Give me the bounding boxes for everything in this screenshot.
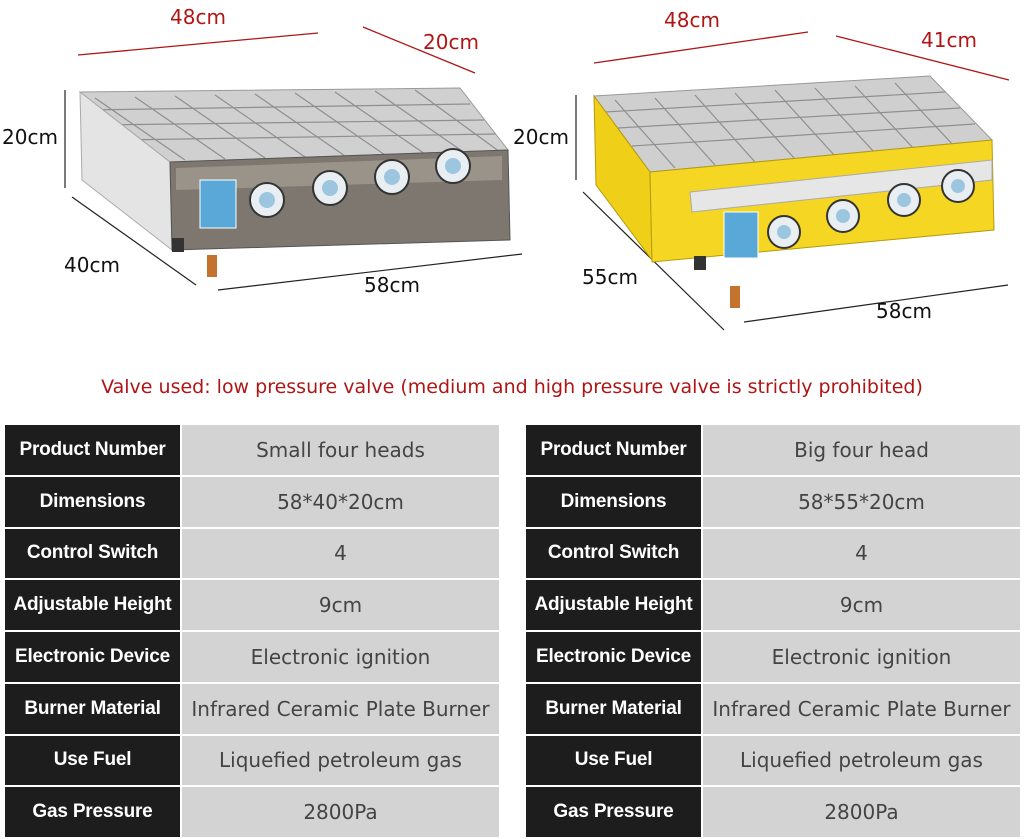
spec-key: Use Fuel bbox=[524, 733, 703, 788]
spec-key: Product Number bbox=[3, 423, 182, 477]
gas-valve-icon bbox=[730, 286, 740, 308]
red-dimension-lines bbox=[77, 26, 1010, 81]
gas-valve-icon bbox=[207, 255, 217, 277]
spec-table-big: Product Number Big four head Dimensions … bbox=[524, 423, 1022, 839]
spec-key: Gas Pressure bbox=[3, 785, 182, 839]
small-grill bbox=[78, 87, 511, 277]
spec-value: 2800Pa bbox=[180, 785, 501, 839]
spec-value: Liquefied petroleum gas bbox=[180, 733, 501, 788]
grills-illustration bbox=[64, 26, 1010, 331]
table-row: Product Number Small four heads bbox=[3, 423, 501, 477]
spec-value: 9cm bbox=[701, 578, 1022, 632]
spec-key: Electronic Device bbox=[3, 630, 182, 684]
spec-key: Burner Material bbox=[524, 681, 703, 736]
spec-value: Big four head bbox=[701, 423, 1022, 477]
spec-value: 2800Pa bbox=[701, 785, 1022, 839]
table-row: Use Fuel Liquefied petroleum gas bbox=[524, 733, 1022, 788]
table-row: Burner Material Infrared Ceramic Plate B… bbox=[3, 681, 501, 736]
dim-height: 20cm bbox=[2, 125, 58, 149]
sticker-icon bbox=[723, 211, 759, 259]
spec-key: Gas Pressure bbox=[524, 785, 703, 839]
spec-key: Electronic Device bbox=[524, 630, 703, 684]
dim-top-width: 48cm bbox=[170, 5, 226, 29]
spec-key: Dimensions bbox=[524, 474, 703, 529]
spec-key: Product Number bbox=[524, 423, 703, 477]
dim-top-width: 48cm bbox=[664, 8, 720, 32]
table-row: Use Fuel Liquefied petroleum gas bbox=[3, 733, 501, 788]
spec-key: Control Switch bbox=[524, 526, 703, 581]
dim-height: 20cm bbox=[513, 125, 569, 149]
valve-warning: Valve used: low pressure valve (medium a… bbox=[101, 376, 923, 398]
spec-value: 4 bbox=[701, 526, 1022, 581]
dim-top-depth: 41cm bbox=[921, 28, 977, 52]
table-row: Dimensions 58*55*20cm bbox=[524, 474, 1022, 529]
sticker-icon bbox=[199, 179, 237, 229]
spec-value: Electronic ignition bbox=[701, 630, 1022, 684]
spec-value: 9cm bbox=[180, 578, 501, 632]
table-row: Adjustable Height 9cm bbox=[524, 578, 1022, 632]
spec-key: Burner Material bbox=[3, 681, 182, 736]
spec-value: Liquefied petroleum gas bbox=[701, 733, 1022, 788]
table-row: Control Switch 4 bbox=[524, 526, 1022, 581]
table-row: Electronic Device Electronic ignition bbox=[3, 630, 501, 684]
table-row: Adjustable Height 9cm bbox=[3, 578, 501, 632]
table-row: Electronic Device Electronic ignition bbox=[524, 630, 1022, 684]
dim-width: 58cm bbox=[876, 299, 932, 323]
product-figure: 48cm 20cm 20cm 40cm 58cm 48cm 41cm 20cm … bbox=[0, 0, 1024, 370]
spec-key: Adjustable Height bbox=[524, 578, 703, 632]
spec-value: Electronic ignition bbox=[180, 630, 501, 684]
table-row: Burner Material Infrared Ceramic Plate B… bbox=[524, 681, 1022, 736]
spec-key: Use Fuel bbox=[3, 733, 182, 788]
spec-table-small: Product Number Small four heads Dimensio… bbox=[3, 423, 501, 839]
spec-value: 58*40*20cm bbox=[180, 474, 501, 529]
table-row: Dimensions 58*40*20cm bbox=[3, 474, 501, 529]
spec-value: Infrared Ceramic Plate Burner bbox=[180, 681, 501, 736]
spec-key: Dimensions bbox=[3, 474, 182, 529]
table-row: Product Number Big four head bbox=[524, 423, 1022, 477]
table-row: Gas Pressure 2800Pa bbox=[524, 785, 1022, 839]
table-row: Control Switch 4 bbox=[3, 526, 501, 581]
dim-depth: 55cm bbox=[582, 265, 638, 289]
spec-key: Control Switch bbox=[3, 526, 182, 581]
spec-value: 58*55*20cm bbox=[701, 474, 1022, 529]
spec-value: Infrared Ceramic Plate Burner bbox=[701, 681, 1022, 736]
table-row: Gas Pressure 2800Pa bbox=[3, 785, 501, 839]
spec-key: Adjustable Height bbox=[3, 578, 182, 632]
dim-depth: 40cm bbox=[64, 253, 120, 277]
spec-value: 4 bbox=[180, 526, 501, 581]
big-grill bbox=[593, 75, 995, 308]
spec-value: Small four heads bbox=[180, 423, 501, 477]
dim-width: 58cm bbox=[364, 273, 420, 297]
dim-top-depth: 20cm bbox=[423, 30, 479, 54]
